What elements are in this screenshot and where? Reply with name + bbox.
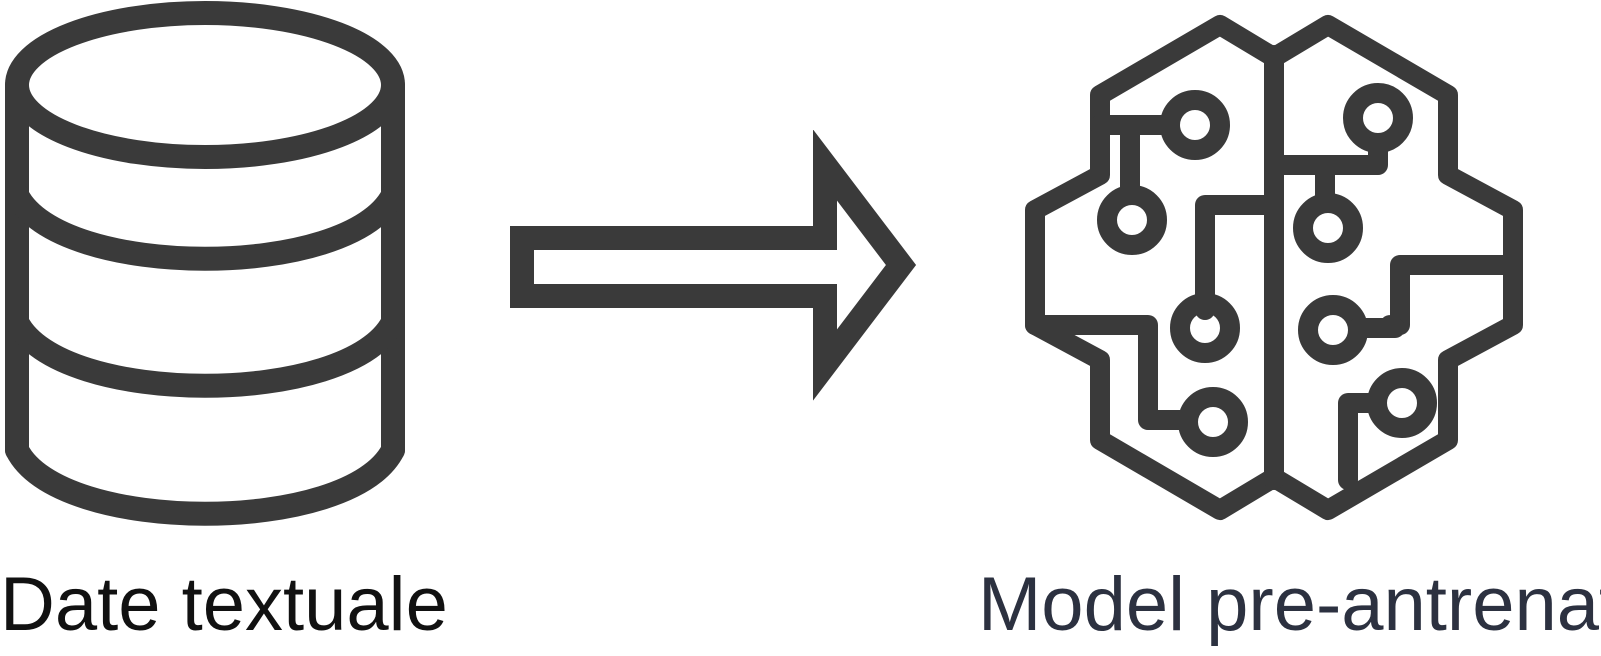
source-label: Date textuale: [0, 562, 448, 647]
right-arrow-icon: [510, 130, 917, 401]
target-label: Model pre-antrenat: [978, 562, 1601, 647]
database-icon: [5, 1, 405, 526]
brain-circuit-icon: [1025, 15, 1523, 520]
